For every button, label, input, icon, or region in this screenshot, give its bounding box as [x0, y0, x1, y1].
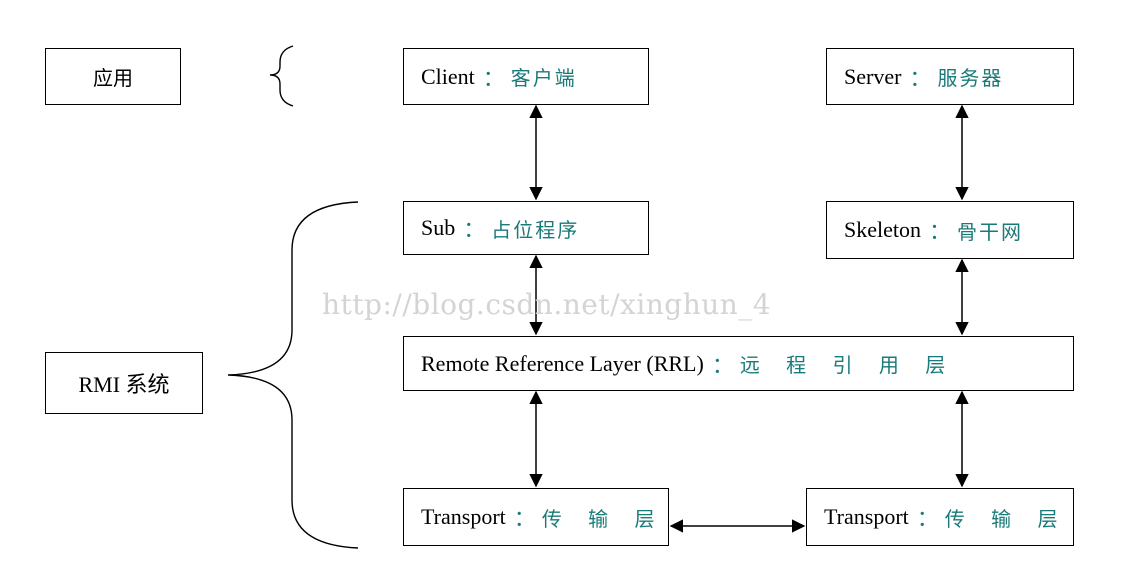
transport-left-en: Transport [421, 504, 506, 529]
transport-right-en: Transport [824, 504, 909, 529]
rrl-sep: ： [711, 352, 734, 378]
rmi-label-box: RMI 系统 [45, 352, 203, 414]
skeleton-box: Skeleton ： 骨干网 [826, 201, 1074, 259]
transport-left-sep: ： [513, 506, 536, 531]
transport-right-box: Transport ： 传 输 层 [806, 488, 1074, 546]
client-zh: 客户端 [510, 66, 577, 90]
app-label: 应用 [93, 66, 133, 90]
client-sep: ： [482, 65, 505, 91]
transport-right-sep: ： [916, 506, 939, 531]
transport-left-box: Transport ： 传 输 层 [403, 488, 669, 546]
client-box: Client ： 客户端 [403, 48, 649, 105]
skeleton-en: Skeleton [844, 217, 921, 242]
small-brace [269, 45, 294, 107]
stub-sep: ： [463, 217, 486, 242]
rrl-box: Remote Reference Layer (RRL) ： 远 程 引 用 层 [403, 336, 1074, 391]
rrl-en: Remote Reference Layer (RRL) [421, 350, 704, 376]
server-sep: ： [909, 65, 932, 91]
stub-box: Sub ： 占位程序 [403, 201, 649, 255]
stub-en: Sub [421, 215, 456, 240]
client-en: Client [421, 63, 475, 89]
skeleton-sep: ： [929, 219, 952, 244]
transport-right-zh: 传 输 层 [944, 506, 1068, 531]
server-en: Server [844, 63, 902, 89]
skeleton-zh: 骨干网 [957, 219, 1024, 244]
large-brace [227, 201, 359, 549]
watermark-text: http://blog.csdn.net/xinghun_4 [322, 288, 772, 321]
rrl-zh: 远 程 引 用 层 [739, 353, 956, 377]
rmi-label: RMI 系统 [78, 372, 170, 397]
server-box: Server ： 服务器 [826, 48, 1074, 105]
server-zh: 服务器 [937, 66, 1004, 90]
stub-zh: 占位程序 [491, 217, 580, 242]
transport-left-zh: 传 输 层 [541, 506, 665, 531]
app-label-box: 应用 [45, 48, 181, 105]
